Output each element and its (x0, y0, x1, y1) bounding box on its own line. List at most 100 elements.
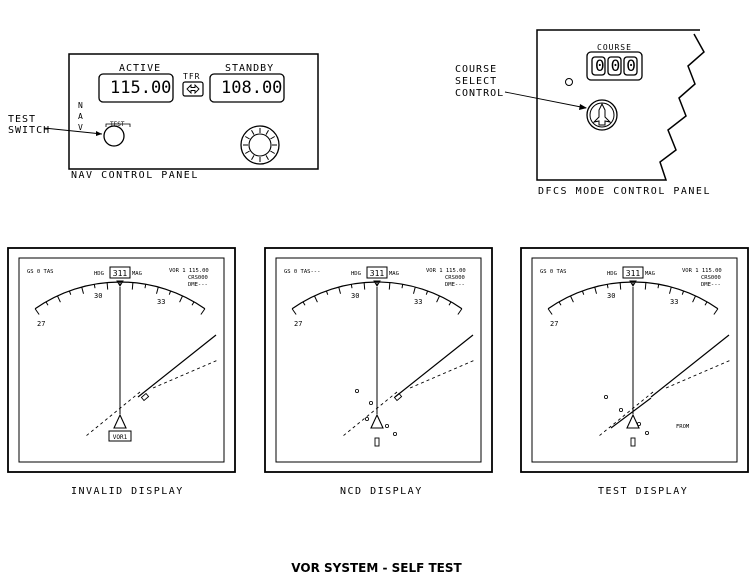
compass-tick (291, 308, 297, 315)
transfer-button[interactable] (182, 81, 204, 97)
compass-tick (413, 286, 416, 294)
display-inner-frame (18, 257, 225, 463)
course-callout-arrow-icon (579, 104, 587, 110)
compass-tick (448, 301, 452, 306)
compass-tick (657, 284, 660, 289)
display-outer-frame (520, 247, 749, 473)
compass-tick (106, 282, 109, 290)
gs-tas-readout: GS 0 TAS (540, 269, 567, 275)
compass-tick (619, 282, 622, 290)
knob-tooth (265, 155, 269, 160)
compass-tick (606, 284, 609, 289)
knob-tooth (270, 150, 275, 154)
compass-tick (179, 295, 184, 303)
hdg-label: HDG (351, 271, 361, 277)
knob-tooth (251, 155, 255, 160)
deviation-dot (392, 431, 397, 436)
course-readout: CRS000 (701, 275, 721, 281)
mag-label: MAG (645, 271, 655, 277)
tfr-label: TFR (183, 72, 201, 81)
test-switch-bracket-icon (105, 123, 131, 127)
active-label: ACTIVE (119, 63, 162, 74)
course-display-window (586, 51, 643, 81)
to-from-bar (374, 437, 380, 447)
deviation-dot (365, 416, 370, 421)
test-switch-callout-line (43, 127, 103, 135)
course-readout: CRS000 (188, 275, 208, 281)
deviation-dot (604, 394, 609, 399)
aircraft-symbol (370, 413, 384, 429)
test-switch-callout-line2: SWITCH (8, 125, 51, 136)
heading-box (109, 266, 131, 279)
to-from-bar (630, 437, 636, 447)
compass-tick (581, 290, 585, 295)
invalid-display-caption: INVALID DISPLAY (71, 486, 184, 497)
compass-mark-30: 30 (607, 292, 615, 300)
test-switch-button[interactable] (103, 125, 125, 147)
display-outer-frame (7, 247, 236, 473)
deviation-dot (619, 407, 624, 412)
vor-flag-box (108, 430, 132, 442)
course-digit-1 (591, 56, 606, 76)
compass-tick (56, 295, 61, 303)
frequency-selector-knob[interactable] (240, 125, 280, 165)
from-indicator: FROM (676, 424, 690, 430)
compass-tick (558, 301, 562, 306)
compass-tick (713, 308, 719, 315)
course-line-upper (650, 334, 730, 398)
deviation-dot (355, 388, 360, 393)
course-select-knob[interactable] (586, 99, 618, 131)
compass-tick (681, 290, 685, 295)
standby-label: STANDBY (225, 63, 275, 74)
test-switch-callout-arrow-icon (96, 131, 102, 136)
heading-value: 311 (626, 269, 641, 278)
compass-tick (692, 295, 697, 303)
compass-tick (34, 308, 40, 315)
heading-value: 311 (113, 269, 128, 278)
deviation-dot (637, 421, 642, 426)
course-digit-2 (607, 56, 622, 76)
compass-tick (704, 301, 708, 306)
knob-tooth (245, 136, 250, 140)
standby-frequency-window (209, 73, 285, 103)
compass-tick (325, 290, 329, 295)
compass-tick (401, 284, 404, 289)
course-readout: CRS000 (445, 275, 465, 281)
display-inner-frame (531, 257, 738, 463)
active-frequency: 115.00 (110, 78, 172, 98)
nav-side-label: NAV (78, 101, 83, 132)
heading-box (366, 266, 388, 279)
nav-panel-caption: NAV CONTROL PANEL (71, 170, 199, 181)
course-callout-line2: SELECT (455, 76, 498, 87)
course-deviation-dashes (409, 359, 476, 389)
course-pointer-head (140, 392, 150, 402)
compass-tick (156, 286, 159, 294)
vor-frequency-readout: VOR 1 115.00 (682, 268, 722, 274)
vor-frequency-readout: VOR 1 115.00 (169, 268, 209, 274)
dfcs-panel-frame (536, 29, 705, 181)
compass-tick (547, 308, 553, 315)
knob-tooth (251, 130, 255, 135)
dme-readout: DME--- (701, 282, 721, 288)
compass-mark-33: 33 (670, 298, 678, 306)
compass-mark-30: 30 (351, 292, 359, 300)
course-deviation-dashes (665, 359, 732, 389)
course-deviation-bar (610, 397, 652, 429)
course-line-lower (85, 391, 141, 437)
compass-tick (594, 286, 597, 294)
gs-tas-readout: GS 0 TAS--- (284, 269, 320, 275)
hdg-label: HDG (94, 271, 104, 277)
compass-tick (350, 284, 353, 289)
active-frequency-window (98, 73, 174, 103)
compass-tick (425, 290, 429, 295)
heading-box (622, 266, 644, 279)
compass-tick (457, 308, 463, 315)
compass-mark-27: 27 (550, 320, 558, 328)
